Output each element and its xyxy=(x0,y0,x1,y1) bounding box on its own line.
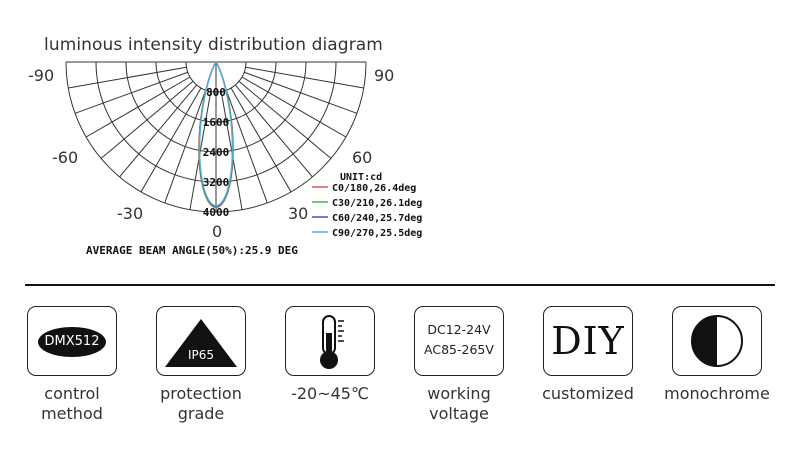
feature-label: monochrome xyxy=(664,384,770,403)
voltage-dc: DC12-24V xyxy=(427,322,491,337)
grid-spoke xyxy=(164,90,207,204)
dmx512-badge: DMX512 xyxy=(38,327,106,357)
feature-customized: DIY customized xyxy=(523,306,653,404)
feature-temperature: -20~45℃ xyxy=(265,306,395,404)
intensity-curves xyxy=(198,61,234,209)
legend-entry: C0/180,26.4deg xyxy=(332,183,416,194)
grid-spoke xyxy=(220,91,243,210)
voltage-ac: AC85-265V xyxy=(424,342,494,357)
angle-label-90: 90 xyxy=(374,66,395,85)
legend: C0/180,26.4degC30/210,26.1degC60/240,25.… xyxy=(312,183,422,239)
polar-grid xyxy=(65,61,367,213)
legend-entry: C60/240,25.7deg xyxy=(332,213,422,224)
feature-label: grade xyxy=(177,404,225,423)
angle-label-30: 30 xyxy=(288,204,309,223)
radial-labels: 800 1600 2400 3200 4000 xyxy=(203,86,230,219)
diy-text: DIY xyxy=(551,319,625,363)
grid-spoke xyxy=(74,71,188,114)
angle-label-minus60: -60 xyxy=(52,148,79,167)
diy-icon: DIY xyxy=(543,306,633,376)
ip65-triangle-icon: IP65 xyxy=(156,306,246,376)
feature-label: customized xyxy=(542,384,634,403)
feature-label: voltage xyxy=(429,404,489,423)
feature-label: method xyxy=(41,404,103,423)
grid-spoke xyxy=(238,80,332,159)
intensity-curve xyxy=(198,61,234,207)
grid-spoke xyxy=(68,66,187,89)
angle-label-minus90: -90 xyxy=(28,66,55,85)
half-circle-icon xyxy=(672,306,762,376)
radial-label: 3200 xyxy=(203,176,230,189)
grid-spoke xyxy=(85,76,191,138)
thermometer-icon xyxy=(285,306,375,376)
legend-entry: C90/270,25.5deg xyxy=(332,228,422,239)
radial-label: 1600 xyxy=(203,116,230,129)
grid-spoke xyxy=(100,80,194,159)
legend-entry: C30/210,26.1deg xyxy=(332,198,422,209)
grid-spoke xyxy=(230,87,292,193)
dmx512-icon: DMX512 xyxy=(27,306,117,376)
grid-spoke xyxy=(244,71,358,114)
grid-spoke xyxy=(189,91,212,210)
grid-spoke xyxy=(119,84,198,178)
feature-control-method: DMX512 control method xyxy=(7,306,137,424)
feature-working-voltage: DC12-24V AC85-265V working voltage xyxy=(394,306,524,424)
section-divider xyxy=(25,284,775,286)
radial-label: 2400 xyxy=(203,146,230,159)
feature-label: -20~45℃ xyxy=(291,384,369,403)
feature-label: protection xyxy=(160,384,242,403)
grid-spoke xyxy=(140,87,202,193)
feature-protection-grade: IP65 protection grade xyxy=(136,306,266,424)
radial-label: 4000 xyxy=(203,206,230,219)
angle-label-60: 60 xyxy=(352,148,373,167)
angle-label-minus30: -30 xyxy=(117,204,144,223)
feature-label: working xyxy=(427,384,491,403)
angle-label-0: 0 xyxy=(212,222,223,241)
average-beam-angle: AVERAGE BEAM ANGLE(50%):25.9 DEG xyxy=(86,244,298,257)
voltage-icon: DC12-24V AC85-265V xyxy=(414,306,504,376)
grid-spoke xyxy=(234,84,313,178)
diagram-title: luminous intensity distribution diagram xyxy=(44,35,383,55)
feature-label: control xyxy=(44,384,100,403)
radial-label: 800 xyxy=(206,86,226,99)
grid-spoke xyxy=(225,90,268,204)
unit-label: UNIT:cd xyxy=(340,172,382,183)
grid-spoke xyxy=(245,66,364,89)
feature-monochrome: monochrome xyxy=(652,306,782,404)
ip65-text: IP65 xyxy=(188,348,214,362)
polar-diagram: 800 1600 2400 3200 4000 C0/180,26.4degC30/21… xyxy=(65,61,422,257)
grid-spoke xyxy=(241,76,347,138)
